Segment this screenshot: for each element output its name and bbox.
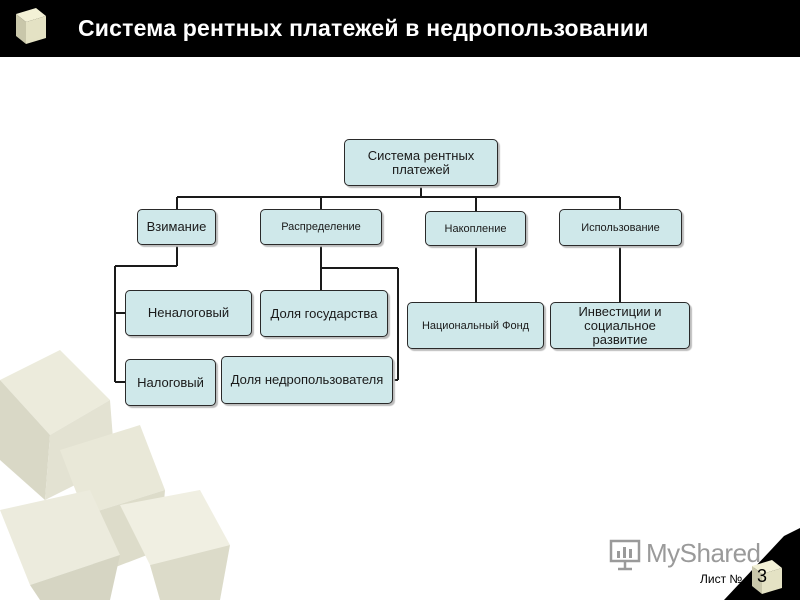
leaf-dolya-nedropolzovatelya: Доля недропользователя — [221, 356, 393, 404]
header-bar: Система рентных платежей в недропользова… — [0, 0, 800, 57]
sheet-number: 3 — [757, 566, 768, 586]
root-node: Система рентных платежей — [344, 139, 498, 186]
branch-vzimanie: Взимание — [137, 209, 216, 245]
cube-logo-icon — [16, 8, 46, 44]
watermark-text: MyShared — [646, 538, 761, 568]
branch-ispolzovanie: Использование — [559, 209, 682, 246]
leaf-investicii: Инвестиции и социальное развитие — [550, 302, 690, 349]
page-title: Система рентных платежей в недропользова… — [78, 15, 649, 41]
sheet-label: Лист № — [700, 572, 743, 586]
branch-raspredelenie: Распределение — [260, 209, 382, 245]
corner-cube-icon — [724, 528, 800, 600]
leaf-nenalogovy: Неналоговый — [125, 290, 252, 336]
leaf-nalogovy: Налоговый — [125, 359, 216, 406]
leaf-nacionalny-fond: Национальный Фонд — [407, 302, 544, 349]
decorative-cubes — [0, 350, 230, 600]
presentation-board-icon — [609, 539, 641, 571]
leaf-dolya-gosudarstva: Доля государства — [260, 290, 388, 337]
watermark: MyShared — [606, 536, 776, 572]
branch-nakoplenie: Накопление — [425, 211, 526, 246]
